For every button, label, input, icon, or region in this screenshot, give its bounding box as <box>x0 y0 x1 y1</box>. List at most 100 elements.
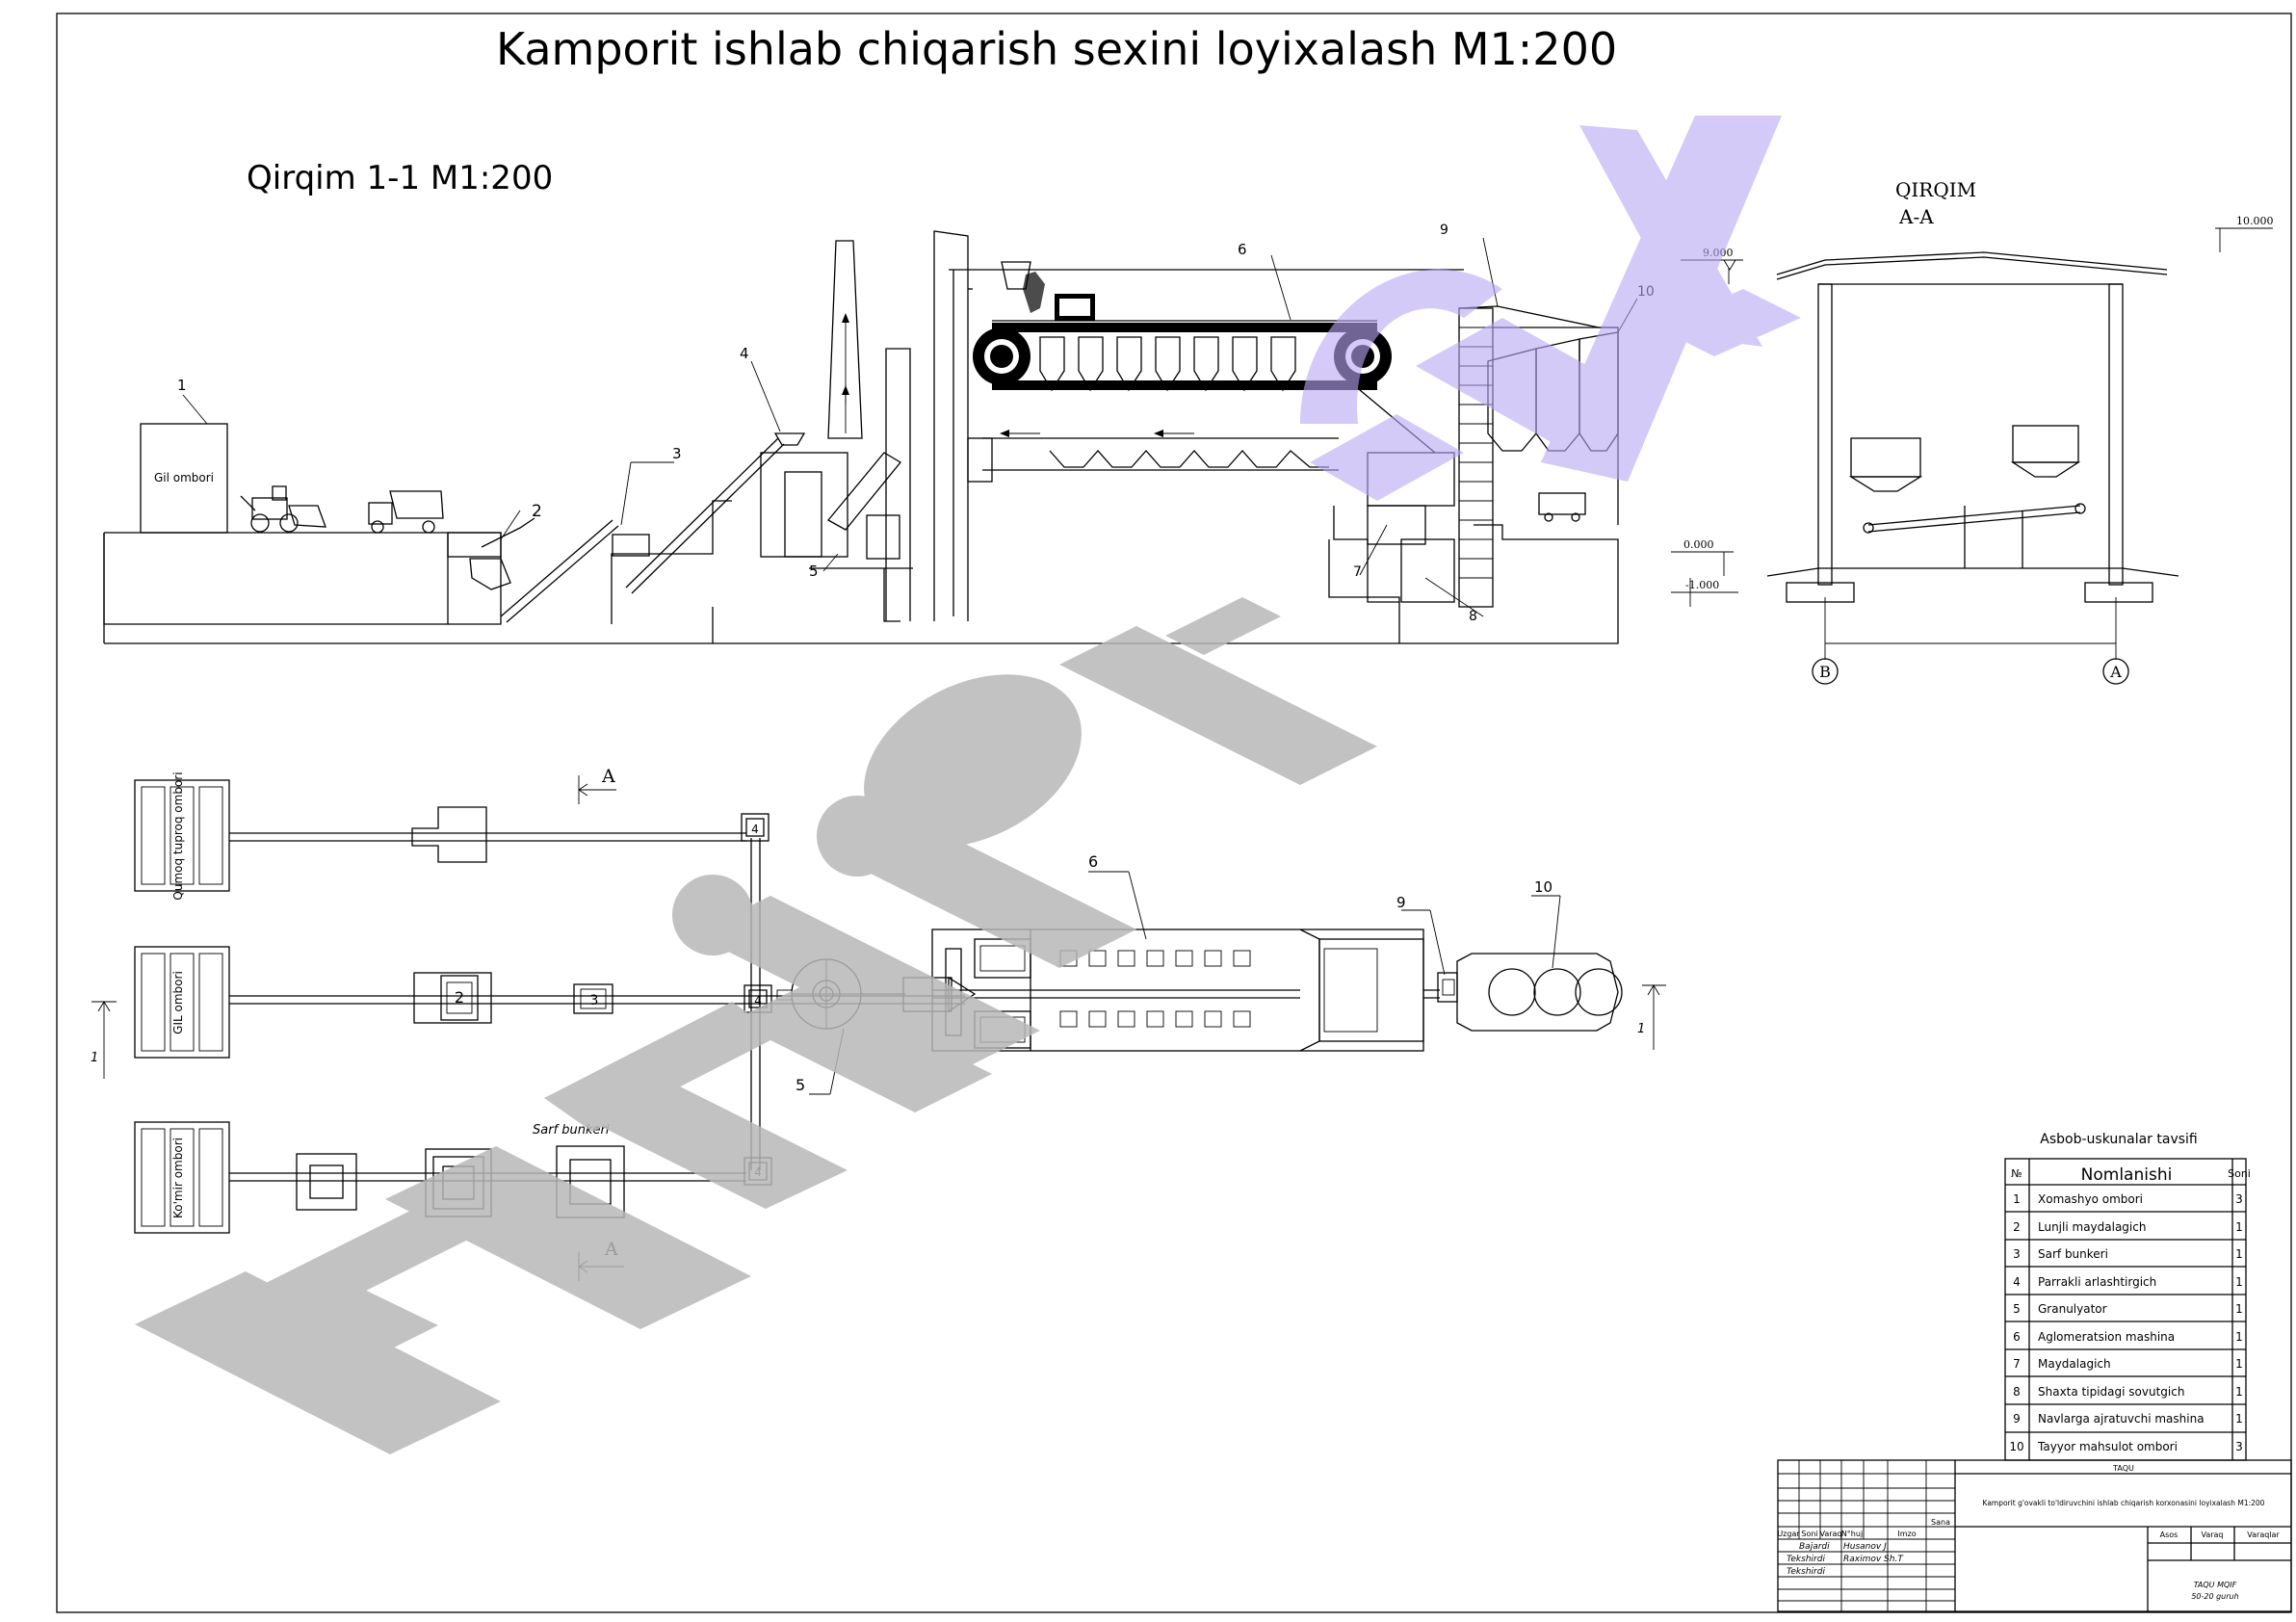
svg-text:8: 8 <box>1469 609 1477 624</box>
svg-text:Soni: Soni <box>1801 1530 1817 1538</box>
svg-text:1: 1 <box>2235 1247 2243 1261</box>
chimney <box>827 240 863 439</box>
svg-text:Ko'mir ombori: Ko'mir ombori <box>171 1138 185 1218</box>
svg-text:B: B <box>1819 663 1831 681</box>
svg-text:Shaxta tipidagi sovutgich: Shaxta tipidagi sovutgich <box>2038 1385 2184 1399</box>
svg-text:Bajardi: Bajardi <box>1799 1542 1830 1552</box>
svg-text:Asos: Asos <box>2160 1530 2179 1539</box>
svg-text:1: 1 <box>2235 1330 2243 1344</box>
equipment-table: Asbob-uskunalar tavsifi № Nomlanishi Son… <box>2004 1132 2251 1461</box>
svg-text:3: 3 <box>2235 1440 2243 1453</box>
svg-text:1: 1 <box>2235 1385 2243 1399</box>
sheet-frame <box>56 13 2292 1613</box>
svg-text:3: 3 <box>590 993 599 1008</box>
svg-text:A: A <box>2109 663 2122 681</box>
svg-text:5: 5 <box>809 562 819 580</box>
svg-text:Varaqlar: Varaqlar <box>2247 1530 2280 1539</box>
warehouse-coal: Ko'mir ombori <box>134 1121 230 1234</box>
svg-text:10: 10 <box>1534 878 1552 896</box>
svg-text:Aglomeratsion mashina: Aglomeratsion mashina <box>2038 1330 2175 1344</box>
svg-text:Maydalagich: Maydalagich <box>2038 1357 2111 1371</box>
svg-text:5: 5 <box>2013 1302 2021 1316</box>
svg-text:Asbob-uskunalar tavsifi: Asbob-uskunalar tavsifi <box>2040 1132 2197 1147</box>
svg-text:Varaq: Varaq <box>1819 1530 1841 1538</box>
svg-text:Granulyator: Granulyator <box>2038 1302 2107 1316</box>
svg-text:4: 4 <box>740 345 749 362</box>
svg-text:1: 1 <box>2235 1412 2243 1426</box>
svg-text:1: 1 <box>2013 1192 2021 1206</box>
sinter-building <box>885 230 1464 621</box>
svg-text:9: 9 <box>1396 894 1406 911</box>
watermark <box>135 116 1801 1454</box>
svg-text:QIRQIM: QIRQIM <box>1895 178 1976 201</box>
section-title: Qirqim 1-1 M1:200 <box>247 159 553 197</box>
svg-text:1: 1 <box>2235 1357 2243 1371</box>
svg-text:Xomashyo ombori: Xomashyo ombori <box>2038 1192 2143 1206</box>
svg-text:Parrakli arlashtirgich: Parrakli arlashtirgich <box>2038 1275 2156 1289</box>
svg-text:GIL ombori: GIL ombori <box>171 971 185 1034</box>
section-mark-1-right: 1 <box>1637 984 1666 1050</box>
svg-text:5: 5 <box>796 1076 805 1094</box>
warehouse-sand: Qumoq tuproq ombori <box>134 772 230 901</box>
svg-text:7: 7 <box>1353 564 1362 580</box>
svg-text:1: 1 <box>2235 1275 2243 1289</box>
feed-bunker-3 <box>612 534 650 557</box>
gil-ombori <box>140 423 228 534</box>
plan-callouts: 5 6 9 10 <box>796 852 1552 1094</box>
svg-text:3: 3 <box>2013 1247 2021 1261</box>
svg-text:Tekshirdi: Tekshirdi <box>1787 1555 1825 1564</box>
svg-text:6: 6 <box>1238 241 1247 258</box>
mixer-node-top: 4 <box>741 813 770 842</box>
svg-text:3: 3 <box>2235 1192 2243 1206</box>
mixer-4-section <box>760 432 848 558</box>
svg-text:9: 9 <box>2013 1412 2021 1426</box>
granulator-section <box>809 452 913 622</box>
svg-text:4: 4 <box>754 994 762 1007</box>
svg-text:4: 4 <box>2013 1275 2021 1289</box>
svg-text:1: 1 <box>177 377 187 394</box>
title-block: Uzgar Soni Varaq N°huj Imzo Sana Bajardi… <box>1777 1459 2292 1612</box>
svg-text:Gil ombori: Gil ombori <box>154 471 214 484</box>
jaw-crusher-section <box>447 517 535 590</box>
plan-hopper-top <box>411 806 487 863</box>
section-a-a: QIRQIM A-A B A 9.00 <box>1671 178 2274 685</box>
svg-text:Qumoq tuproq ombori: Qumoq tuproq ombori <box>171 772 185 900</box>
svg-text:4: 4 <box>751 823 759 836</box>
svg-text:Husanov J.: Husanov J. <box>1843 1542 1890 1552</box>
svg-text:1: 1 <box>2235 1302 2243 1316</box>
svg-text:Lunjli maydalagich: Lunjli maydalagich <box>2038 1220 2146 1234</box>
svg-text:Raximov Sh.T: Raximov Sh.T <box>1843 1555 1904 1564</box>
svg-text:Nomlanishi: Nomlanishi <box>2081 1165 2173 1185</box>
svg-text:Tekshirdi: Tekshirdi <box>1787 1567 1825 1577</box>
svg-text:8: 8 <box>2013 1385 2021 1399</box>
svg-text:2: 2 <box>2013 1220 2021 1234</box>
dump-truck-icon <box>368 490 444 534</box>
section-mark-a-top: A <box>578 766 616 804</box>
section-1-1: Gil ombori <box>103 222 1655 644</box>
svg-text:9: 9 <box>1440 222 1448 238</box>
svg-text:Tayyor mahsulot ombori: Tayyor mahsulot ombori <box>2037 1440 2178 1453</box>
svg-text:2: 2 <box>532 502 542 521</box>
svg-text:1: 1 <box>1637 1022 1645 1036</box>
svg-text:№: № <box>2011 1167 2022 1180</box>
svg-text:2: 2 <box>455 988 464 1007</box>
svg-text:1: 1 <box>2235 1220 2243 1234</box>
svg-text:6: 6 <box>1088 852 1098 871</box>
svg-text:TAQU MQIF: TAQU MQIF <box>2194 1581 2237 1589</box>
svg-text:A: A <box>601 766 615 787</box>
loader-icon <box>240 485 326 533</box>
svg-text:6: 6 <box>2013 1330 2021 1344</box>
svg-text:Navlarga ajratuvchi mashina: Navlarga ajratuvchi mashina <box>2038 1412 2205 1426</box>
svg-text:Varaq: Varaq <box>2201 1530 2223 1539</box>
svg-text:7: 7 <box>2013 1357 2021 1371</box>
svg-text:0.000: 0.000 <box>1683 538 1714 551</box>
svg-text:50-20 guruh: 50-20 guruh <box>2191 1592 2238 1601</box>
svg-text:3: 3 <box>672 445 682 462</box>
section-mark-1-left: 1 <box>91 1001 117 1079</box>
svg-text:Soni: Soni <box>2228 1167 2251 1180</box>
svg-text:TAQU: TAQU <box>2112 1464 2134 1473</box>
svg-text:N°huj: N°huj <box>1841 1530 1863 1538</box>
svg-text:Sana: Sana <box>1931 1518 1950 1527</box>
svg-text:A-A: A-A <box>1898 205 1934 228</box>
